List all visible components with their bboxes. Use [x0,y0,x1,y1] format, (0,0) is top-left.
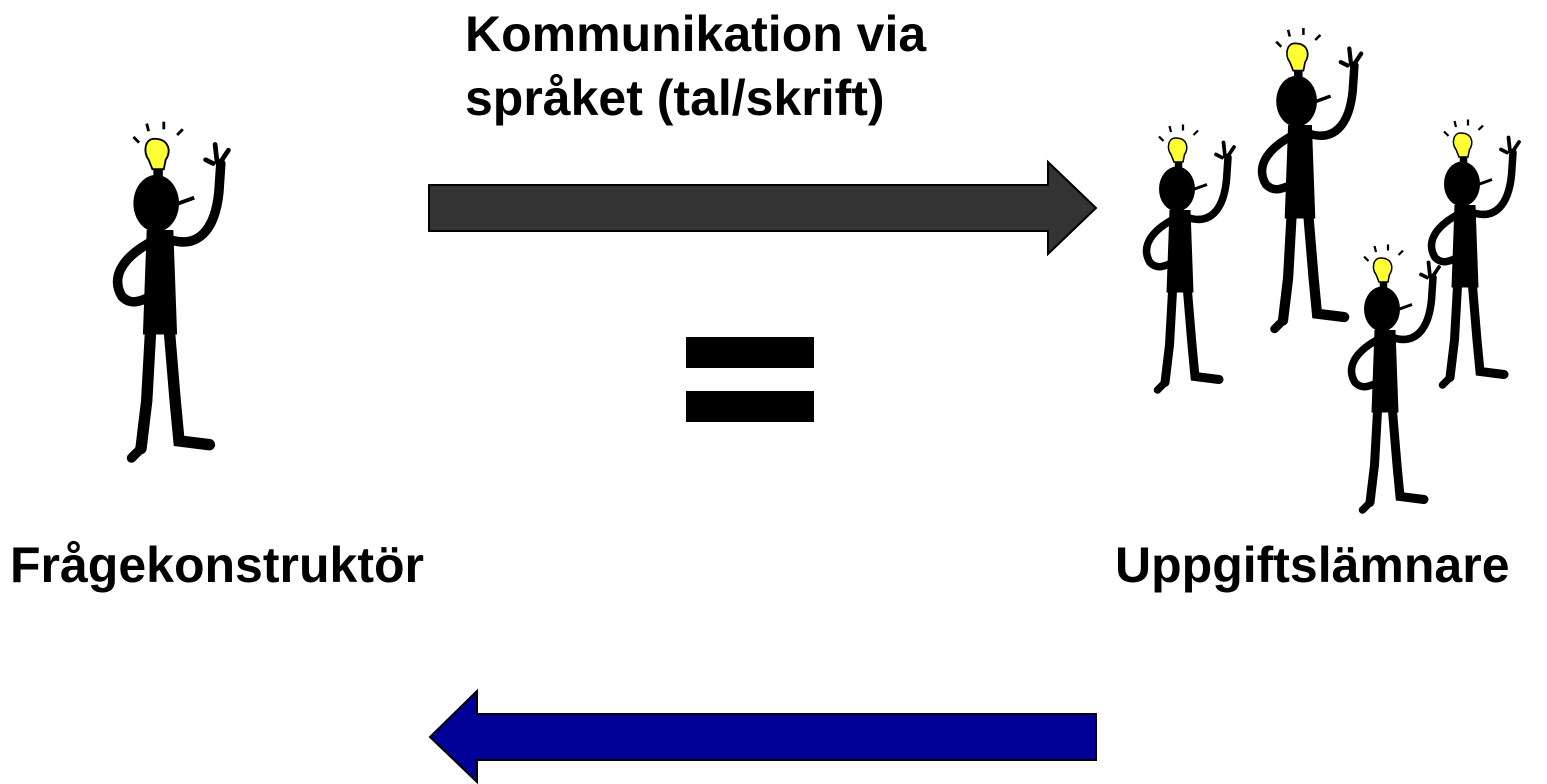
thinking-group-icon [1147,28,1519,510]
communication-title-line1: Kommunikation via [465,6,927,62]
question-constructor-label: Frågekonstruktör [10,537,424,593]
forward-arrow [428,159,1098,257]
respondent-label: Uppgiftslämnare [1115,537,1510,593]
communication-title-line2: språket (tal/skrift) [465,70,885,126]
backward-arrow [428,688,1097,784]
thinking-person-icon [118,122,229,458]
equals-sign-icon [686,337,814,422]
